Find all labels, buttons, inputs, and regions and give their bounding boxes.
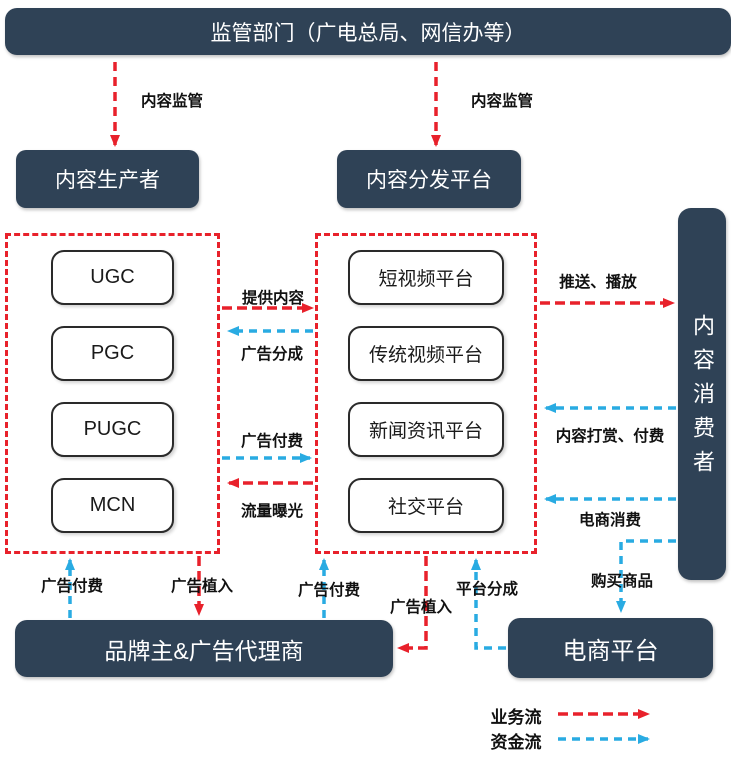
platform-traditional-video: 传统视频平台: [348, 326, 504, 381]
label-regulation-left: 内容监管: [140, 93, 204, 110]
label-ad-insert-left: 广告植入: [170, 578, 234, 595]
label-ad-payment-mid: 广告付费: [240, 433, 304, 450]
label-ad-insert-platform: 广告植入: [389, 599, 453, 616]
platform-short-video: 短视频平台: [348, 250, 504, 305]
platform-types-group: 短视频平台 传统视频平台 新闻资讯平台 社交平台: [315, 233, 537, 554]
node-regulator: 监管部门（广电总局、网信办等）: [5, 8, 731, 55]
label-ad-payment-left: 广告付费: [40, 578, 104, 595]
label-reward-pay: 内容打赏、付费: [555, 428, 665, 445]
label-provide-content: 提供内容: [241, 290, 305, 307]
label-push-play: 推送、播放: [559, 274, 637, 291]
producer-type-ugc: UGC: [51, 250, 174, 305]
label-ecommerce-spend: 电商消费: [578, 512, 642, 529]
producer-types-group: UGC PGC PUGC MCN: [5, 233, 220, 554]
platform-social: 社交平台: [348, 478, 504, 533]
producer-type-pugc: PUGC: [51, 402, 174, 457]
label-ad-payment-platform: 广告付费: [297, 582, 361, 599]
producer-type-pgc: PGC: [51, 326, 174, 381]
node-ecommerce-platform: 电商平台: [508, 618, 713, 678]
label-traffic-exposure: 流量曝光: [240, 503, 304, 520]
node-content-producer: 内容生产者: [16, 150, 199, 208]
label-platform-share: 平台分成: [455, 581, 519, 598]
arrow-platform-share: [471, 558, 506, 650]
platform-news-info: 新闻资讯平台: [348, 402, 504, 457]
label-ad-revenue-share: 广告分成: [240, 346, 304, 363]
legend-capital-flow-label: 资金流: [490, 733, 542, 752]
label-purchase-goods: 购买商品: [590, 573, 654, 590]
node-brand-ad-agency: 品牌主&广告代理商: [15, 620, 393, 677]
legend-business-flow-label: 业务流: [490, 708, 542, 727]
producer-type-mcn: MCN: [51, 478, 174, 533]
node-distribution-platform: 内容分发平台: [337, 150, 521, 208]
node-content-consumer: 内容消费者: [678, 208, 726, 580]
label-regulation-right: 内容监管: [470, 93, 534, 110]
